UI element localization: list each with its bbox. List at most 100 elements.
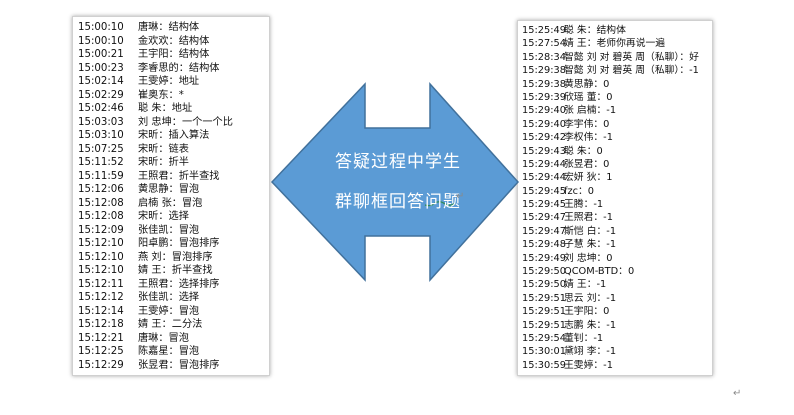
chat-message-row: 15:12:29 张昱君：冒泡排序 bbox=[78, 359, 269, 373]
message-text: 宋昕：折半 bbox=[138, 157, 189, 168]
chat-message-row: 15:12:10 燕 刘：冒泡排序 bbox=[78, 251, 269, 265]
message-text: 王腾：-1 bbox=[564, 199, 604, 211]
message-timestamp: 15:29:47 bbox=[522, 225, 566, 237]
message-text: 黄思静：0 bbox=[564, 78, 610, 90]
message-text: 董钊：-1 bbox=[564, 332, 604, 344]
message-text: 婧 王：老师你再说一遍 bbox=[564, 38, 666, 50]
chat-message-row: 15:12:11 王照君：选择排序 bbox=[78, 278, 269, 292]
message-text: 唐琳：冒泡 bbox=[138, 332, 189, 344]
message-timestamp: 15:29:39 bbox=[522, 91, 566, 103]
message-text: 燕 刘：冒泡排序 bbox=[138, 251, 213, 263]
message-timestamp: 15:30:59 bbox=[522, 359, 566, 371]
message-text: 王照君：选择排序 bbox=[138, 278, 220, 290]
message-timestamp: 15:29:49 bbox=[522, 252, 566, 264]
message-text: 聪 朱：0 bbox=[564, 145, 603, 157]
message-timestamp: 15:12:08 bbox=[78, 197, 124, 209]
message-text: 阳卓鹏：冒泡排序 bbox=[138, 238, 220, 249]
message-timestamp: 15:12:11 bbox=[78, 278, 124, 290]
message-timestamp: 15:29:50 bbox=[522, 266, 566, 278]
message-timestamp: 15:29:54 bbox=[522, 332, 566, 344]
message-text: 婧 王：折半查找 bbox=[138, 265, 213, 276]
double-arrow-shape bbox=[270, 82, 520, 282]
message-text: fzc：0 bbox=[564, 185, 595, 197]
spellcheck-underline bbox=[424, 201, 456, 207]
message-timestamp: 15:29:44 bbox=[522, 172, 566, 184]
message-text: 志鹏 朱：-1 bbox=[564, 319, 617, 331]
chat-message-row: 15:02:46 聪 朱：地址 bbox=[78, 102, 269, 116]
message-timestamp: 15:12:10 bbox=[78, 238, 124, 249]
message-text: 黄思静：冒泡 bbox=[138, 184, 200, 195]
message-timestamp: 15:00:21 bbox=[78, 49, 124, 60]
message-timestamp: 15:02:46 bbox=[78, 103, 124, 114]
message-timestamp: 15:12:18 bbox=[78, 319, 124, 330]
message-timestamp: 15:12:09 bbox=[78, 224, 124, 236]
message-timestamp: 15:25:49 bbox=[522, 25, 566, 36]
message-timestamp: 15:12:08 bbox=[78, 211, 124, 222]
message-text: 智懿 刘 对 碧英 周（私聊）：-1 bbox=[564, 65, 699, 77]
message-timestamp: 15:29:45 bbox=[522, 199, 566, 211]
message-text: 张昱君：冒泡排序 bbox=[138, 359, 220, 371]
message-text: 刘 忠坤：0 bbox=[564, 252, 613, 264]
message-text: 王宇阳：0 bbox=[564, 306, 610, 318]
paragraph-mark: ↵ bbox=[733, 388, 742, 399]
message-text: 聪 朱：地址 bbox=[138, 103, 193, 114]
message-text: 宋昕：链表 bbox=[138, 143, 189, 155]
message-text: 王雯婷：地址 bbox=[138, 76, 200, 87]
message-text: 刘 忠坤：一个一个比 bbox=[138, 116, 233, 128]
message-timestamp: 15:29:45 bbox=[522, 185, 566, 197]
message-text: 斯恺 白：-1 bbox=[564, 225, 617, 237]
message-text: 智懿 刘 对 碧英 周（私聊）：好 bbox=[564, 51, 699, 63]
message-timestamp: 15:12:29 bbox=[78, 359, 124, 371]
message-timestamp: 15:12:25 bbox=[78, 346, 124, 357]
message-text: 王照君：折半查找 bbox=[138, 170, 220, 182]
message-text: 思云 刘：-1 bbox=[564, 292, 617, 304]
message-timestamp: 15:12:12 bbox=[78, 292, 124, 303]
message-timestamp: 15:12:10 bbox=[78, 251, 124, 263]
arrow-caption-line2: 群聊框回答问题 bbox=[335, 192, 461, 212]
message-timestamp: 15:29:43 bbox=[522, 145, 566, 157]
message-text: 王雯婷：-1 bbox=[564, 359, 613, 371]
message-timestamp: 15:11:59 bbox=[78, 170, 124, 182]
message-timestamp: 15:03:03 bbox=[78, 116, 124, 128]
arrow-caption-line1: 答疑过程中学生 bbox=[335, 152, 461, 172]
message-timestamp: 15:29:42 bbox=[522, 132, 566, 144]
message-timestamp: 15:29:40 bbox=[522, 105, 566, 117]
message-timestamp: 15:00:23 bbox=[78, 62, 124, 74]
message-timestamp: 15:29:40 bbox=[522, 118, 566, 130]
message-timestamp: 15:12:14 bbox=[78, 305, 124, 317]
message-timestamp: 15:11:52 bbox=[78, 157, 124, 168]
chat-message-row: 15:03:03 刘 忠坤：一个一个比 bbox=[78, 116, 269, 130]
message-timestamp: 15:29:38 bbox=[522, 65, 566, 77]
message-timestamp: 15:00:10 bbox=[78, 35, 124, 47]
message-text: 婧 王：-1 bbox=[564, 279, 607, 291]
chat-message-row: 15:11:59 王照君：折半查找 bbox=[78, 170, 269, 184]
message-timestamp: 15:02:29 bbox=[78, 89, 124, 101]
message-timestamp: 15:29:48 bbox=[522, 239, 566, 251]
